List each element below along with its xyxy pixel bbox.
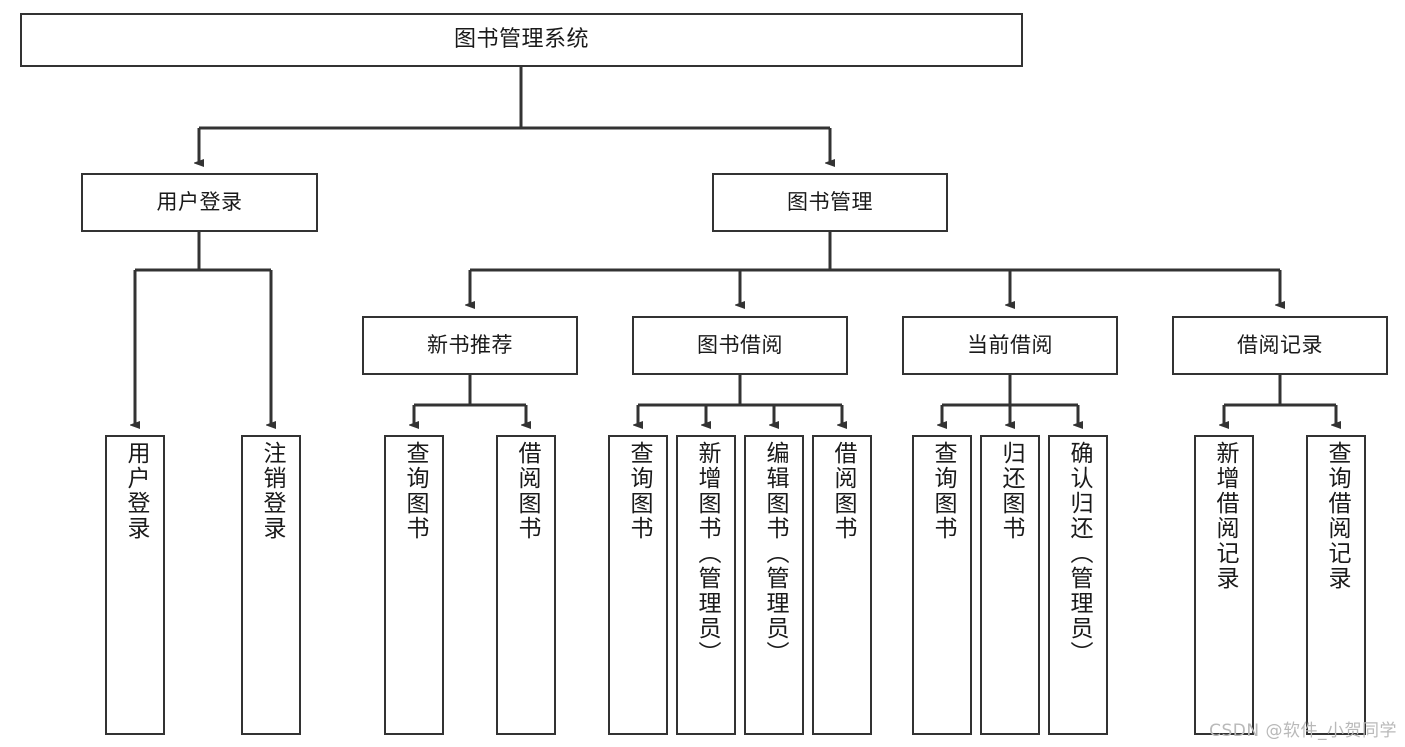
node-book-borrow[interactable]: 图书借阅 [632, 316, 848, 375]
leaf-node-query-books-borrow[interactable]: 查询图书 [608, 435, 668, 735]
leaf-node-add-book-admin[interactable]: 新增图书（管理员） [676, 435, 736, 735]
leaf-node-logout[interactable]: 注销登录 [241, 435, 301, 735]
node-label: 注销登录 [258, 441, 285, 541]
node-label: 图书管理 [787, 190, 873, 215]
leaf-node-query-books-rec[interactable]: 查询图书 [384, 435, 444, 735]
node-label: 查询图书 [401, 441, 428, 541]
leaf-node-return-books[interactable]: 归还图书 [980, 435, 1040, 735]
node-current-borrow[interactable]: 当前借阅 [902, 316, 1118, 375]
node-label: 新增图书（管理员） [693, 441, 720, 666]
leaf-node-edit-book-admin[interactable]: 编辑图书（管理员） [744, 435, 804, 735]
node-label: 新书推荐 [427, 333, 513, 358]
node-label: 确认归还（管理员） [1065, 441, 1092, 666]
node-label: 当前借阅 [967, 333, 1053, 358]
leaf-node-query-borrow-record[interactable]: 查询借阅记录 [1306, 435, 1366, 735]
node-label: 用户登录 [156, 190, 243, 215]
leaf-node-query-books-current[interactable]: 查询图书 [912, 435, 972, 735]
node-new-book-recommend[interactable]: 新书推荐 [362, 316, 578, 375]
node-label: 查询借阅记录 [1323, 441, 1350, 591]
node-label: 编辑图书（管理员） [761, 441, 788, 666]
node-label: 归还图书 [997, 441, 1024, 541]
node-label: 借阅图书 [513, 441, 540, 541]
node-book-management[interactable]: 图书管理 [712, 173, 948, 232]
leaf-node-user-login[interactable]: 用户登录 [105, 435, 165, 735]
node-label: 图书管理系统 [453, 27, 589, 53]
node-user-login[interactable]: 用户登录 [81, 173, 318, 232]
node-label: 图书借阅 [697, 333, 783, 358]
node-label: 借阅图书 [829, 441, 856, 541]
node-root-system[interactable]: 图书管理系统 [20, 13, 1023, 67]
csdn-watermark: CSDN @软件_小贺同学 [1209, 721, 1397, 741]
node-borrow-records[interactable]: 借阅记录 [1172, 316, 1388, 375]
node-label: 查询图书 [929, 441, 956, 541]
node-label: 查询图书 [625, 441, 652, 541]
leaf-node-borrow-books[interactable]: 借阅图书 [812, 435, 872, 735]
node-label: 新增借阅记录 [1211, 441, 1238, 591]
leaf-node-borrow-books-rec[interactable]: 借阅图书 [496, 435, 556, 735]
leaf-node-confirm-return-admin[interactable]: 确认归还（管理员） [1048, 435, 1108, 735]
node-label: 用户登录 [122, 441, 149, 541]
node-label: 借阅记录 [1237, 333, 1323, 358]
leaf-node-add-borrow-record[interactable]: 新增借阅记录 [1194, 435, 1254, 735]
